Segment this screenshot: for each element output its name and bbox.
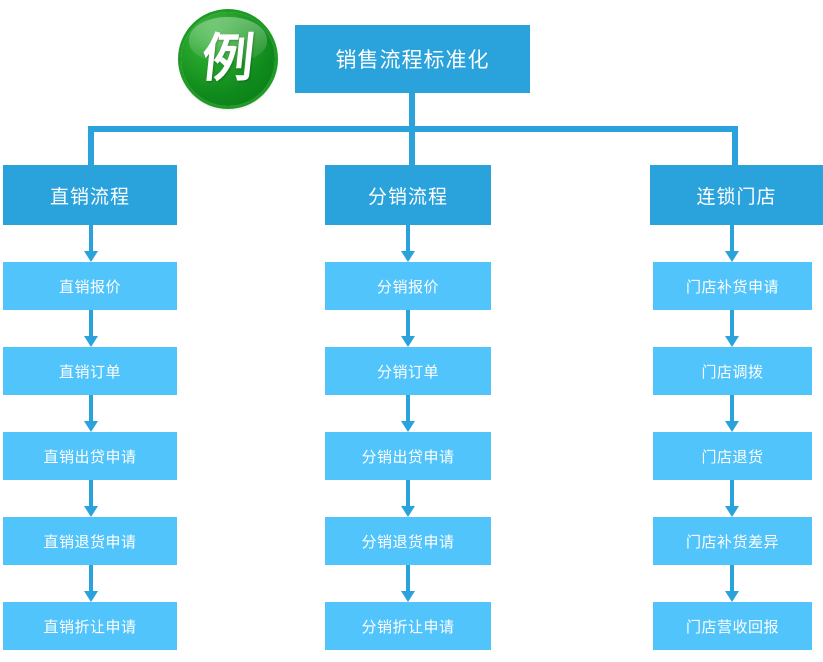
- step-node-2-4[interactable]: 分销退货申请: [325, 517, 491, 565]
- arrow-step-2-3-to-2-4: [400, 480, 416, 517]
- arrow-step-1-3-to-1-4: [83, 480, 99, 517]
- arrow-step-1-1-to-1-2: [83, 310, 99, 347]
- step-node-3-1[interactable]: 门店补货申请: [653, 262, 812, 310]
- connector-drop-branch-2: [409, 126, 415, 166]
- step-node-2-2[interactable]: 分销订单: [325, 347, 491, 395]
- branch-header-2[interactable]: 分销流程: [325, 165, 491, 225]
- arrow-branch-3-to-step-1: [724, 225, 740, 262]
- step-node-1-2-label: 直销订单: [58, 363, 121, 381]
- branch-header-1-label: 直销流程: [49, 186, 130, 208]
- example-badge-label: 例: [198, 29, 258, 89]
- arrow-branch-2-to-step-1: [400, 225, 416, 262]
- step-node-2-2-label: 分销订单: [376, 363, 439, 381]
- step-node-2-5-label: 分销折让申请: [361, 618, 455, 636]
- arrow-step-3-4-to-3-5: [724, 565, 740, 602]
- arrow-step-2-2-to-2-3: [400, 395, 416, 432]
- step-node-1-3-label: 直销出贷申请: [43, 448, 137, 466]
- step-node-1-4-label: 直销退货申请: [43, 533, 137, 551]
- step-node-1-3[interactable]: 直销出贷申请: [3, 432, 177, 480]
- root-node[interactable]: 销售流程标准化: [295, 25, 530, 93]
- step-node-1-5-label: 直销折让申请: [43, 618, 137, 636]
- step-node-1-1[interactable]: 直销报价: [3, 262, 177, 310]
- step-node-3-2-label: 门店调拨: [701, 363, 764, 381]
- step-node-2-5[interactable]: 分销折让申请: [325, 602, 491, 650]
- arrow-step-1-2-to-1-3: [83, 395, 99, 432]
- branch-header-2-label: 分销流程: [367, 186, 448, 208]
- step-node-3-3-label: 门店退货: [701, 448, 764, 466]
- arrow-step-2-4-to-2-5: [400, 565, 416, 602]
- arrow-step-3-1-to-3-2: [724, 310, 740, 347]
- step-node-1-5[interactable]: 直销折让申请: [3, 602, 177, 650]
- step-node-3-4-label: 门店补货差异: [685, 533, 779, 551]
- step-node-3-3[interactable]: 门店退货: [653, 432, 812, 480]
- step-node-2-1-label: 分销报价: [376, 278, 439, 296]
- arrow-step-1-4-to-1-5: [83, 565, 99, 602]
- branch-header-3[interactable]: 连锁门店: [650, 165, 823, 225]
- step-node-3-1-label: 门店补货申请: [685, 278, 779, 296]
- branch-header-3-label: 连锁门店: [696, 186, 777, 208]
- root-node-label: 销售流程标准化: [335, 49, 490, 72]
- arrow-step-3-3-to-3-4: [724, 480, 740, 517]
- connector-drop-branch-3: [732, 126, 738, 166]
- step-node-2-3-label: 分销出贷申请: [361, 448, 455, 466]
- arrow-branch-1-to-step-1: [83, 225, 99, 262]
- arrow-step-3-2-to-3-3: [724, 395, 740, 432]
- step-node-3-5[interactable]: 门店营收回报: [653, 602, 812, 650]
- connector-drop-branch-1: [88, 126, 94, 166]
- arrow-step-2-1-to-2-2: [400, 310, 416, 347]
- step-node-1-2[interactable]: 直销订单: [3, 347, 177, 395]
- step-node-2-3[interactable]: 分销出贷申请: [325, 432, 491, 480]
- step-node-2-1[interactable]: 分销报价: [325, 262, 491, 310]
- step-node-3-4[interactable]: 门店补货差异: [653, 517, 812, 565]
- step-node-1-4[interactable]: 直销退货申请: [3, 517, 177, 565]
- step-node-3-5-label: 门店营收回报: [685, 618, 779, 636]
- example-badge-icon: 例: [181, 12, 275, 106]
- step-node-3-2[interactable]: 门店调拨: [653, 347, 812, 395]
- branch-header-1[interactable]: 直销流程: [3, 165, 177, 225]
- connector-root-stub: [409, 93, 415, 128]
- step-node-1-1-label: 直销报价: [58, 278, 121, 296]
- step-node-2-4-label: 分销退货申请: [361, 533, 455, 551]
